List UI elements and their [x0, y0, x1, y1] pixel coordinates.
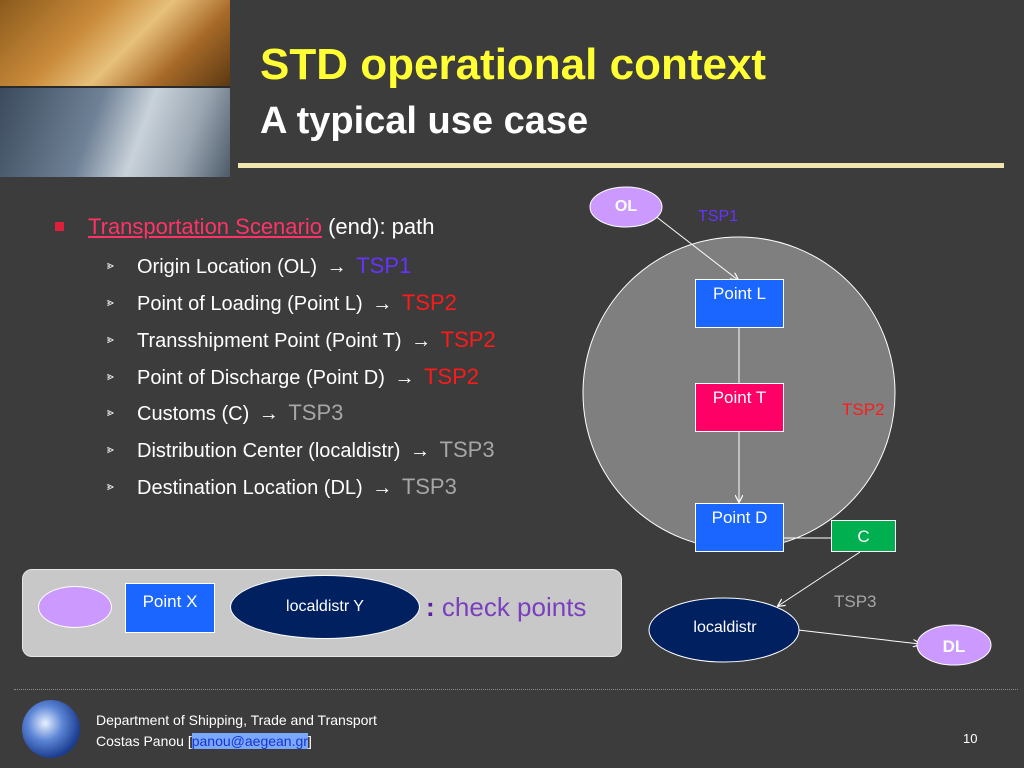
arrow-bullet-icon: ⪢ [107, 295, 114, 310]
footer-department: Department of Shipping, Trade and Transp… [96, 712, 377, 728]
tsp2-label: TSP2 [842, 400, 885, 419]
sub-bullet-item: ⪢ Transshipment Point (Point T) → TSP2 [107, 327, 496, 353]
localdistr-label: localdistr [693, 619, 757, 636]
sub-bullet-item: ⪢ Point of Discharge (Point D) → TSP2 [107, 364, 479, 390]
tsp3-label: TSP3 [834, 592, 877, 611]
arrow-bullet-icon: ⪢ [107, 479, 114, 494]
point-d-box: Point D [695, 503, 784, 552]
tsp-assignment: TSP1 [356, 253, 412, 278]
square-bullet-icon [55, 221, 64, 231]
sub-bullet-label: Point of Discharge (Point D) [137, 367, 385, 389]
right-arrow-icon: → [366, 293, 398, 315]
tsp-assignment: TSP3 [288, 400, 344, 425]
sub-bullet-item: ⪢ Origin Location (OL) → TSP1 [107, 253, 411, 279]
right-arrow-icon: → [253, 403, 285, 425]
transportation-scenario-link[interactable]: Transportation Scenario [88, 214, 322, 239]
page-number: 10 [963, 731, 978, 746]
right-arrow-icon: → [321, 256, 353, 278]
tsp1-label: TSP1 [698, 208, 739, 225]
ol-oval [589, 186, 663, 228]
ol-label: OL [614, 198, 638, 215]
footer-divider [14, 689, 1018, 690]
sub-bullet-label: Point of Loading (Point L) [137, 293, 363, 315]
right-arrow-icon: → [388, 367, 421, 389]
right-arrow-icon: → [404, 440, 436, 462]
slide-title: STD operational context [260, 40, 767, 89]
legend-panel: Point X localdistr Y : check points [22, 569, 622, 657]
sub-bullet-label: Distribution Center (localdistr) [137, 440, 401, 462]
legend-localdistr-y-oval: localdistr Y [230, 575, 420, 639]
legend-location-oval [38, 586, 112, 628]
footer-author-close: ] [307, 733, 312, 749]
arrow-bullet-icon: ⪢ [107, 258, 114, 273]
footer-author: Costas Panou [panou@aegean.gr] [96, 733, 312, 749]
arrow-c-to-localdistr [778, 551, 861, 606]
right-arrow-icon: → [366, 477, 398, 499]
legend-check-points-text: : check points [426, 592, 586, 623]
tsp-assignment: TSP3 [439, 437, 495, 462]
sub-bullet-item: ⪢ Distribution Center (localdistr) → TSP3 [107, 437, 495, 463]
tsp-assignment: TSP3 [401, 474, 457, 499]
slide-subtitle: A typical use case [260, 100, 589, 142]
localdistr-oval [648, 597, 800, 663]
photo-separator [0, 86, 230, 88]
tsp-assignment: TSP2 [440, 327, 496, 352]
sub-bullet-item: ⪢ Point of Loading (Point L) → TSP2 [107, 290, 457, 316]
arrow-bullet-icon: ⪢ [107, 442, 114, 457]
legend-colon: : [426, 592, 435, 622]
sub-bullet-item: ⪢ Customs (C) → TSP3 [107, 400, 343, 426]
point-l-box: Point L [695, 279, 784, 328]
footer-email-link[interactable]: panou@aegean.gr [191, 733, 308, 749]
bullet-main: Transportation Scenario (end): path [55, 214, 435, 240]
sub-bullet-label: Destination Location (DL) [137, 477, 363, 499]
sub-bullet-label: Customs (C) [137, 403, 250, 425]
dl-oval [916, 624, 992, 666]
customs-box: C [831, 520, 896, 552]
sub-bullet-label: Transshipment Point (Point T) [137, 330, 402, 352]
sub-bullet-item: ⪢ Destination Location (DL) → TSP3 [107, 474, 457, 500]
arrow-bullet-icon: ⪢ [107, 405, 114, 420]
legend-point-x-box: Point X [125, 583, 215, 633]
tsp-assignment: TSP2 [401, 290, 457, 315]
footer-author-name: Costas Panou [ [96, 733, 192, 749]
title-rule [238, 163, 1004, 168]
point-t-box: Point T [695, 383, 784, 432]
tsp-assignment: TSP2 [424, 364, 480, 389]
legend-check-points-label: check points [434, 592, 587, 622]
arrow-localdistr-to-dl [797, 629, 920, 644]
arrow-bullet-icon: ⪢ [107, 369, 114, 384]
arrow-ol-to-point-l [653, 214, 738, 280]
bullet-main-rest: (end): path [321, 214, 435, 239]
header-photo-meeting [0, 0, 230, 87]
dl-label: DL [942, 637, 966, 656]
header-photo-phone [0, 87, 230, 177]
university-logo-icon [22, 700, 80, 758]
sub-bullet-label: Origin Location (OL) [137, 256, 318, 278]
arrow-bullet-icon: ⪢ [107, 332, 114, 347]
right-arrow-icon: → [405, 330, 437, 352]
